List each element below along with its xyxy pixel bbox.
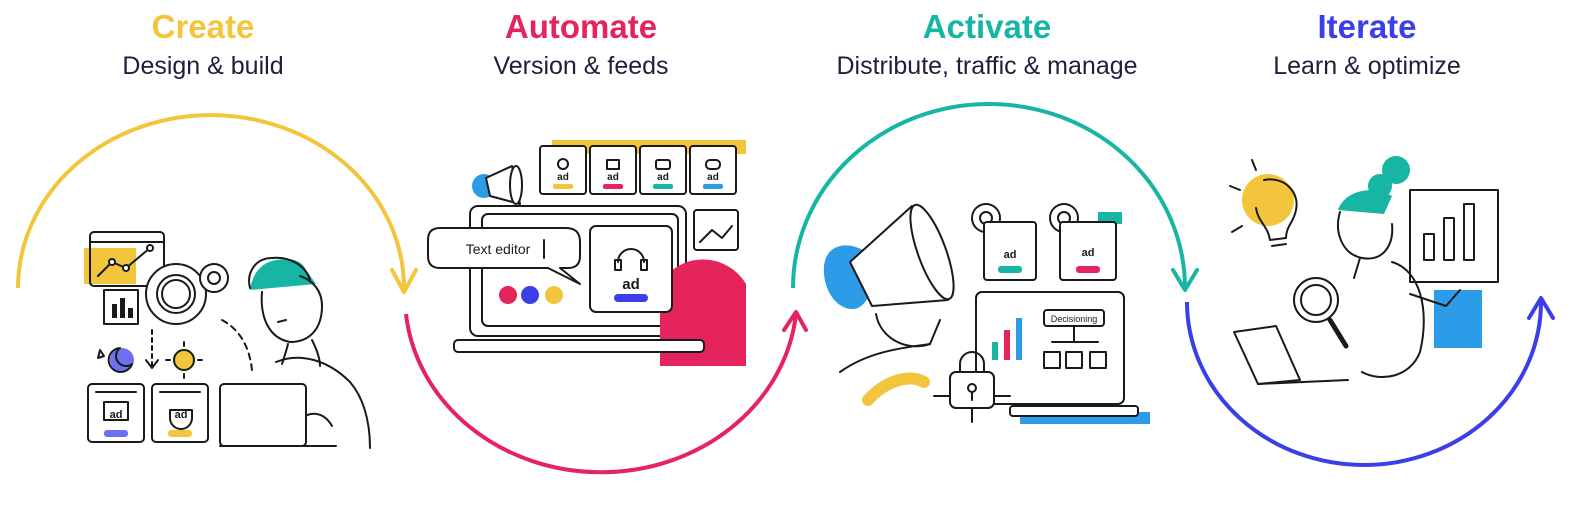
arc-activate xyxy=(791,102,1187,289)
ad-variant-strip: ad ad ad ad xyxy=(539,145,737,195)
stage-subtitle-create: Design & build xyxy=(122,52,284,80)
gear-icon xyxy=(145,263,229,325)
automate-illustration: ad ad ad ad xyxy=(427,140,746,366)
person-figure xyxy=(248,256,371,449)
ad-label: ad xyxy=(175,409,188,421)
decisioning-tree: Decisioning xyxy=(1043,309,1107,369)
ad-label: ad xyxy=(1004,249,1017,261)
megaphone-icon xyxy=(823,203,955,406)
stage-title-create: Create xyxy=(151,8,255,45)
megaphone-icon xyxy=(472,165,523,205)
chart-icon xyxy=(84,231,165,287)
bar-chart-icon xyxy=(1409,189,1499,283)
image-icon xyxy=(693,209,739,251)
arrowhead-iterate xyxy=(1527,296,1555,320)
sun-icon xyxy=(165,341,203,379)
ad-label: ad xyxy=(707,172,719,183)
ad-card: ad xyxy=(87,383,145,443)
arrowhead-activate xyxy=(1171,268,1199,292)
stage-subtitle-activate: Distribute, traffic & manage xyxy=(836,52,1138,80)
activate-illustration: ad ad Decisioning xyxy=(823,203,1150,424)
create-illustration: ad ad xyxy=(84,231,371,449)
arrowhead-automate xyxy=(782,310,808,332)
arc-automate xyxy=(404,313,798,475)
ad-card: ad xyxy=(151,383,209,443)
arc-create xyxy=(16,113,406,289)
lock-icon xyxy=(933,351,1011,423)
ad-label: ad xyxy=(607,172,619,183)
text-editor-bubble: Text editor xyxy=(427,227,581,285)
stage-subtitle-iterate: Learn & optimize xyxy=(1273,52,1461,80)
ad-label: ad xyxy=(557,172,569,183)
arc-iterate xyxy=(1185,301,1543,467)
decisioning-label: Decisioning xyxy=(1051,314,1098,324)
headphones-icon xyxy=(614,248,648,271)
lightbulb-icon xyxy=(1229,159,1298,247)
arrowhead-create xyxy=(390,268,418,294)
stage-title-automate: Automate xyxy=(504,8,658,45)
laptop-icon xyxy=(1233,325,1349,385)
moon-icon xyxy=(97,347,134,373)
stage-title-activate: Activate xyxy=(922,8,1052,45)
stage-title-iterate: Iterate xyxy=(1317,8,1417,45)
ad-label: ad xyxy=(622,276,640,293)
bar-chart-icon xyxy=(103,289,139,325)
ad-label: ad xyxy=(1082,247,1095,259)
iterate-illustration xyxy=(1229,156,1499,385)
laptop-icon xyxy=(219,383,337,447)
magnifier-icon xyxy=(1293,277,1349,349)
ad-label: ad xyxy=(110,409,123,421)
text-editor-label: Text editor xyxy=(466,241,531,257)
ad-label: ad xyxy=(657,172,669,183)
stage-subtitle-automate: Version & feeds xyxy=(493,52,669,80)
